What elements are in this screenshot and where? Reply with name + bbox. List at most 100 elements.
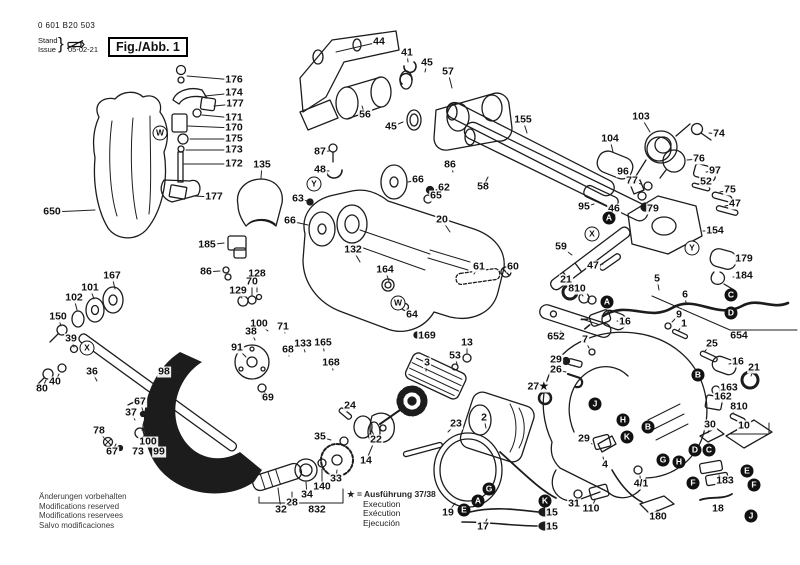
part-label-70: 70 bbox=[245, 275, 259, 288]
part-label-80: 80 bbox=[35, 382, 49, 395]
part-label-10: 10 bbox=[737, 419, 751, 432]
part-label-30: 30 bbox=[703, 418, 717, 431]
ref-marker-C: C bbox=[724, 288, 738, 302]
part-label-98: 98 bbox=[157, 365, 171, 378]
part-label-177: 177 bbox=[225, 97, 245, 110]
part-label-150: 150 bbox=[48, 310, 68, 323]
ref-marker-D: D bbox=[688, 443, 702, 457]
part-label-132: 132 bbox=[343, 243, 363, 256]
part-label-110: 110 bbox=[581, 502, 601, 515]
part-label-177: 177 bbox=[204, 190, 224, 203]
footer-note-fr: Modifications reservees bbox=[39, 511, 124, 520]
ref-marker-A: A bbox=[602, 211, 616, 225]
part-label-100: 100 bbox=[138, 435, 158, 448]
guide-tubes-art bbox=[446, 101, 649, 222]
part-label-171: 171 bbox=[224, 111, 244, 124]
saw-arm-art bbox=[302, 143, 553, 406]
part-label-100: 100 bbox=[249, 317, 269, 330]
part-label-65: 65 bbox=[429, 189, 443, 202]
part-label-154: 154 bbox=[705, 224, 725, 237]
ref-marker-E: E bbox=[457, 503, 471, 517]
part-label-129: 129 bbox=[228, 284, 248, 297]
ref-marker-K: K bbox=[538, 494, 552, 508]
part-label-1: 1 bbox=[680, 317, 688, 330]
dust-bag-art bbox=[92, 91, 168, 239]
part-label-99: 99 bbox=[152, 445, 166, 458]
part-label-52: 52 bbox=[699, 175, 713, 188]
part-label-38: 38 bbox=[244, 325, 258, 338]
ref-marker-A: A bbox=[600, 295, 614, 309]
part-label-31: 31 bbox=[567, 497, 581, 510]
revision-date: 05-02-21 bbox=[68, 45, 99, 54]
ref-marker-H: H bbox=[616, 413, 630, 427]
part-label-175: 175 bbox=[224, 132, 244, 145]
part-label-174: 174 bbox=[224, 86, 244, 99]
part-label-162: 162 bbox=[713, 390, 733, 403]
part-label-95: 95 bbox=[577, 200, 591, 213]
ref-marker-A: A bbox=[471, 494, 485, 508]
part-label-19: 19 bbox=[441, 506, 455, 519]
part-label-44: 44 bbox=[372, 35, 386, 48]
part-label-34: 34 bbox=[300, 488, 314, 501]
ref-marker-X: X bbox=[584, 226, 600, 242]
part-label-2: 2 bbox=[480, 411, 488, 424]
part-label-183: 183 bbox=[715, 474, 735, 487]
part-label-168: 168 bbox=[321, 356, 341, 369]
part-label-68: 68 bbox=[281, 343, 295, 356]
part-label-60: 60 bbox=[506, 260, 520, 273]
footer-note-es: Salvo modificaciones bbox=[39, 520, 115, 530]
revision-block: Stand Issue bbox=[38, 36, 58, 54]
part-label-26: 26 bbox=[549, 363, 563, 376]
part-label-7: 7 bbox=[581, 333, 589, 346]
part-label-35: 35 bbox=[313, 430, 327, 443]
part-label-66: 66 bbox=[283, 214, 297, 227]
gear-train-art bbox=[251, 407, 395, 504]
part-label-16: 16 bbox=[618, 315, 632, 328]
part-label-810: 810 bbox=[567, 282, 587, 295]
footer-note-de: Änderungen vorbehalten bbox=[39, 492, 127, 501]
revision-brace: } bbox=[58, 34, 64, 53]
ref-marker-E: E bbox=[740, 464, 754, 478]
ref-marker-W: W bbox=[152, 125, 168, 141]
part-label-21: 21 bbox=[747, 361, 761, 374]
lower-wheels-art bbox=[102, 400, 174, 452]
star-legend-en: Execution bbox=[363, 498, 401, 509]
part-label-104: 104 bbox=[600, 132, 620, 145]
part-label-25: 25 bbox=[705, 337, 719, 350]
ref-marker-X: X bbox=[79, 340, 95, 356]
part-label-56: 56 bbox=[358, 108, 372, 121]
armature-art bbox=[379, 352, 467, 458]
footer-note-en: Modifications reserved bbox=[39, 501, 120, 511]
issue-label: Issue bbox=[38, 45, 56, 54]
part-label-36: 36 bbox=[85, 365, 99, 378]
ref-marker-G: G bbox=[656, 453, 670, 467]
part-label-37: 37 bbox=[124, 406, 138, 419]
part-label-128: 128 bbox=[247, 267, 267, 280]
ref-marker-H: H bbox=[672, 455, 686, 469]
part-label-39: 39 bbox=[64, 332, 78, 345]
ref-marker-G: G bbox=[482, 482, 496, 496]
part-label-45: 45 bbox=[384, 120, 398, 133]
leader-line bbox=[335, 41, 380, 53]
part-label-4-1: 4/1 bbox=[632, 477, 650, 490]
part-label-170: 170 bbox=[224, 121, 244, 134]
ref-marker-D: D bbox=[724, 306, 738, 320]
part-label-27: 27★ bbox=[526, 380, 550, 393]
part-label-140: 140 bbox=[312, 480, 332, 493]
part-label-14: 14 bbox=[359, 454, 373, 467]
part-label-45: 45 bbox=[420, 56, 434, 69]
part-label-23: 23 bbox=[449, 417, 463, 430]
part-label-64: 64 bbox=[405, 308, 419, 321]
part-label-86: 86 bbox=[199, 265, 213, 278]
flange-art bbox=[234, 344, 270, 400]
ref-marker-J: J bbox=[744, 509, 758, 523]
part-label-46: 46 bbox=[607, 202, 621, 215]
part-label-40: 40 bbox=[48, 375, 62, 388]
part-label-101: 101 bbox=[80, 281, 100, 294]
part-label-67: 67 bbox=[105, 445, 119, 458]
part-label-24: 24 bbox=[343, 399, 357, 412]
part-label-97: 97 bbox=[708, 164, 722, 177]
part-label-654: 654 bbox=[729, 329, 749, 342]
part-label-76: 76 bbox=[692, 152, 706, 165]
part-label-163: 163 bbox=[719, 381, 739, 394]
